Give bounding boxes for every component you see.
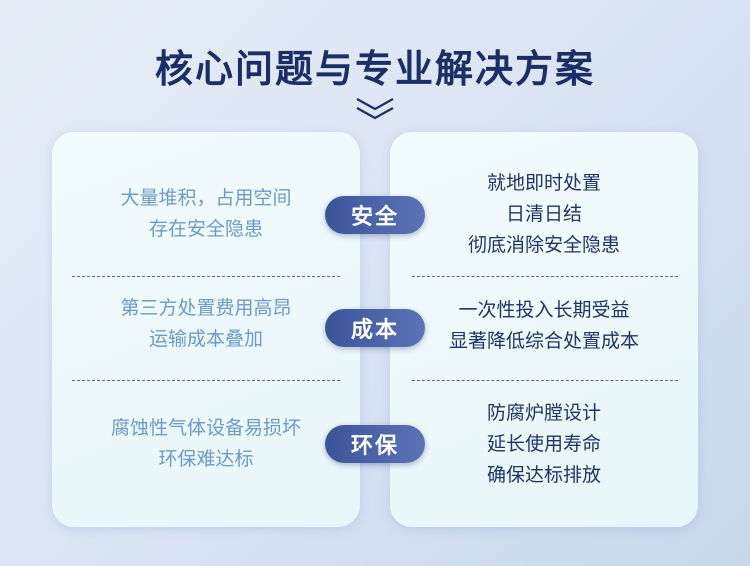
solution-item-environment: 防腐炉膛设计 延长使用寿命 确保达标排放 [390,396,698,492]
problem-item-environment: 腐蚀性气体设备易损坏 环保难达标 [52,404,360,484]
problem-item-safety: 大量堆积，占用空间 存在安全隐患 [52,174,360,254]
problem-line: 腐蚀性气体设备易损坏 [110,417,301,439]
solution-line: 日清日结 [505,202,582,225]
solution-line: 确保达标排放 [486,463,601,486]
solution-line: 就地即时处置 [486,171,601,194]
solution-line: 防腐炉膛设计 [486,401,601,424]
solution-item-cost: 一次性投入长期受益 显著降低综合处置成本 [390,294,698,358]
problem-line: 运输成本叠加 [148,328,263,350]
problem-line: 第三方处置费用高昂 [120,297,292,319]
solution-item-safety: 就地即时处置 日清日结 彻底消除安全隐患 [390,166,698,262]
problem-line: 存在安全隐患 [148,218,263,240]
category-badge-safety: 安全 [325,196,425,234]
double-chevron-down-icon [356,98,394,120]
page-title: 核心问题与专业解决方案 [154,47,595,91]
problem-line: 大量堆积，占用空间 [120,187,292,209]
solution-line: 一次性投入长期受益 [458,299,630,321]
solutions-card: 就地即时处置 日清日结 彻底消除安全隐患 一次性投入长期受益 显著降低综合处置成… [390,132,698,527]
divider [72,380,340,381]
category-badge-environment: 环保 [325,425,425,463]
solution-line: 延长使用寿命 [486,432,601,455]
problem-line: 环保难达标 [158,448,254,470]
category-badge-cost: 成本 [325,309,425,347]
divider [72,276,340,277]
problems-card: 大量堆积，占用空间 存在安全隐患 第三方处置费用高昂 运输成本叠加 腐蚀性气体设… [52,132,360,527]
solution-line: 彻底消除安全隐患 [467,233,620,256]
problem-item-cost: 第三方处置费用高昂 运输成本叠加 [52,284,360,364]
divider [412,380,678,381]
solution-line: 显著降低综合处置成本 [448,330,639,352]
divider [412,276,678,277]
